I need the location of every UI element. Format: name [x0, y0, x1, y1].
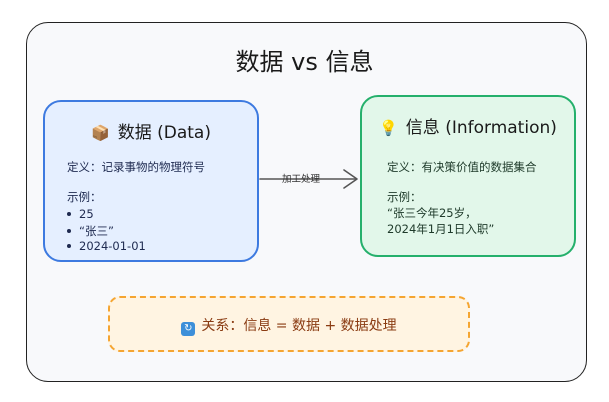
- processing-arrow: [259, 169, 358, 189]
- arrow-head-icon: [343, 169, 358, 189]
- refresh-icon: ↻: [181, 322, 196, 336]
- data-box: 📦 数据 (Data) 定义：记录事物的物理符号 示例： 25 “张三” 2024…: [43, 100, 259, 262]
- bullet-icon: [67, 228, 71, 233]
- data-box-heading: 数据 (Data): [117, 123, 211, 143]
- data-example-item: 25: [67, 207, 94, 221]
- data-example-text: “张三”: [79, 224, 114, 238]
- data-box-heading-row: 📦 数据 (Data): [45, 118, 257, 143]
- relation-text: 关系：信息 = 数据 + 数据处理: [201, 318, 397, 334]
- data-example-item: “张三”: [67, 223, 114, 239]
- info-examples-label: 示例：: [387, 190, 422, 204]
- bullet-icon: [67, 243, 71, 248]
- data-example-text: 2024-01-01: [79, 239, 146, 253]
- relation-row: ↻ 关系：信息 = 数据 + 数据处理: [110, 315, 468, 336]
- info-definition: 定义：有决策价值的数据集合: [387, 160, 537, 174]
- info-box-heading-row: 💡 信息 (Information): [362, 113, 574, 138]
- data-examples-label: 示例：: [67, 190, 102, 204]
- package-icon: 📦: [91, 124, 110, 142]
- info-box-heading: 信息 (Information): [405, 118, 557, 138]
- data-definition: 定义：记录事物的物理符号: [67, 160, 205, 174]
- arrow-label: 加工处理: [282, 174, 321, 185]
- info-box: 💡 信息 (Information) 定义：有决策价值的数据集合 示例： “张三今…: [360, 95, 576, 257]
- lightbulb-icon: 💡: [379, 119, 398, 137]
- info-example-line: 2024年1月1日入职”: [387, 222, 495, 236]
- data-example-text: 25: [79, 207, 94, 221]
- data-example-item: 2024-01-01: [67, 239, 146, 253]
- info-example-line: “张三今年25岁，: [387, 206, 477, 220]
- bullet-icon: [67, 211, 71, 216]
- diagram-title: 数据 vs 信息: [235, 48, 374, 76]
- relation-box: ↻ 关系：信息 = 数据 + 数据处理: [108, 296, 470, 352]
